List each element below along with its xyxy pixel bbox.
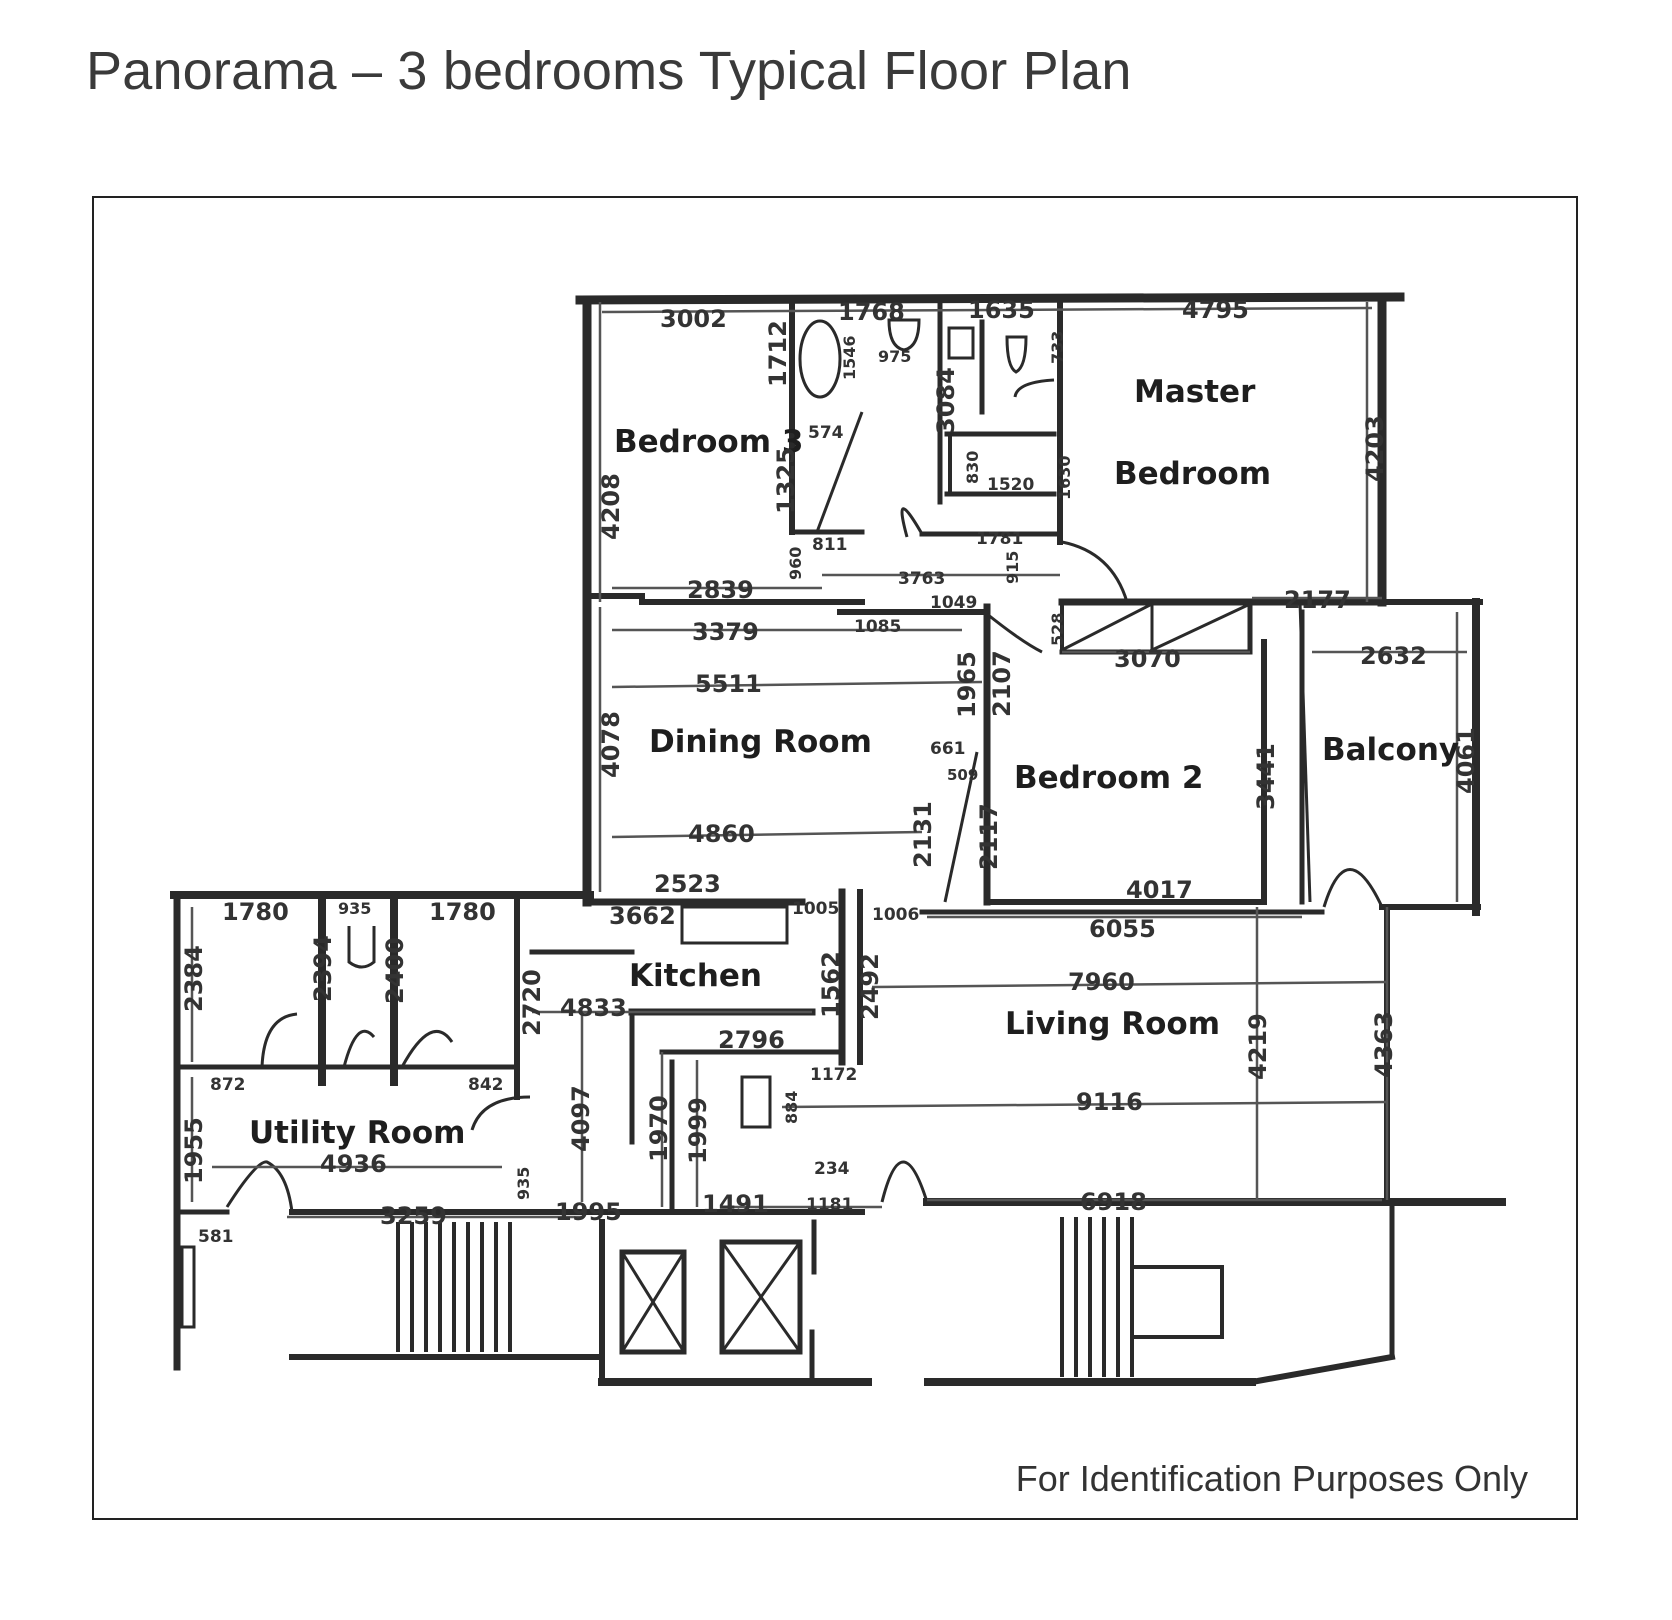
dim-label: 1999 [684,1097,712,1164]
dim-label: 2107 [988,650,1016,717]
dim-label: 3763 [898,569,945,589]
dim-label: 3002 [660,305,727,333]
room-label-living-room: Living Room [1005,1006,1220,1042]
dim-label: 4936 [320,1150,387,1178]
dim-label: 2720 [518,969,546,1036]
dim-label: 1520 [987,475,1034,495]
dim-label: 884 [782,1091,801,1124]
dim-label: 1781 [976,529,1023,549]
dim-label: 6055 [1089,915,1156,943]
dim-label: 975 [878,347,911,366]
dim-label: 1995 [555,1198,622,1226]
identification-footnote: For Identification Purposes Only [1015,1458,1528,1499]
dim-label: 2400 [381,937,409,1004]
room-label-master-bedroom-line1: Master [1134,374,1256,410]
dim-label: 3070 [1114,645,1181,673]
room-label-bedroom-2: Bedroom 2 [1014,760,1203,796]
dim-label: 1768 [838,298,905,326]
dim-label: 4078 [597,711,625,778]
fixtures [347,318,1312,1129]
floor-plan-frame: Bedroom 3 Master Bedroom Dining Room Bed… [92,196,1578,1520]
room-label-master-bedroom-line2: Bedroom [1114,456,1271,492]
dim-label: 7960 [1068,968,1135,996]
dim-label: 9116 [1076,1088,1143,1116]
dim-label: 3662 [609,902,676,930]
dim-label: 1965 [953,651,981,718]
dim-label: 2523 [654,870,721,898]
room-label-utility-room: Utility Room [249,1115,465,1151]
dim-label: 935 [338,899,371,918]
room-label-balcony: Balcony [1322,732,1459,768]
dim-label: 1562 [817,951,845,1018]
dim-label: 1780 [222,898,289,926]
dim-label: 935 [514,1167,533,1200]
dim-label: 1630 [1055,455,1074,500]
dim-label: 2131 [909,801,937,868]
dim-label: 4860 [688,820,755,848]
dim-label: 2394 [309,935,337,1002]
dim-label: 1085 [854,617,901,637]
dim-label: 2839 [687,576,754,604]
dim-label: 4833 [560,994,627,1022]
dim-label: 2177 [1284,586,1351,614]
dim-label: 4219 [1244,1013,1272,1080]
dim-label: 1005 [792,899,839,919]
dim-label: 4061 [1452,727,1480,794]
dim-label: 1049 [930,593,977,613]
dim-label: 4203 [1361,415,1389,482]
dim-label: 1970 [645,1095,673,1162]
dim-label: 234 [814,1159,850,1179]
dimension-labels: 3002 1768 1635 4795 975 574 1520 811 178… [180,296,1480,1247]
dim-label: 1546 [840,335,859,380]
dim-label: 830 [963,451,982,484]
dim-label: 509 [947,766,978,784]
dim-label: 915 [1003,551,1022,584]
dim-label: 1325 [772,447,800,514]
dim-label: 811 [812,535,848,555]
dim-label: 3259 [380,1202,447,1230]
dim-label: 1955 [180,1117,208,1184]
dim-label: 574 [808,423,844,443]
room-label-dining-room: Dining Room [649,724,872,760]
dim-label: 581 [198,1227,234,1247]
dim-label: 1491 [702,1190,769,1218]
dim-label: 2796 [718,1026,785,1054]
dim-label: 2632 [1360,642,1427,670]
dim-label: 4363 [1370,1011,1398,1078]
dim-label: 960 [786,547,805,580]
dimension-lines [190,302,1467,1219]
floor-plan: Bedroom 3 Master Bedroom Dining Room Bed… [170,292,1506,1386]
dim-label: 1780 [429,898,496,926]
dim-label: 6918 [1080,1188,1147,1216]
dim-label: 1172 [810,1065,857,1085]
room-label-bedroom-3: Bedroom 3 [614,424,803,460]
stairs-and-lifts [180,1217,1224,1377]
dim-label: 5511 [695,670,762,698]
dim-label: 3379 [692,618,759,646]
dim-label: 842 [468,1075,504,1095]
dim-label: 4208 [597,473,625,540]
dim-label: 528 [1048,613,1067,646]
door-swings [225,378,1384,1213]
room-labels: Bedroom 3 Master Bedroom Dining Room Bed… [249,374,1459,1151]
dim-label: 4795 [1182,296,1249,324]
dim-label: 733 [1048,331,1067,364]
dim-label: 661 [930,739,966,759]
dim-label: 4097 [567,1085,595,1152]
dim-label: 1006 [872,905,919,925]
dim-label: 3441 [1252,743,1280,810]
dim-label: 4017 [1126,876,1193,904]
dim-label: 2117 [975,803,1003,870]
walls [170,292,1506,1386]
dim-label: 1181 [806,1195,853,1215]
dim-label: 1635 [968,296,1035,324]
dim-label: 2384 [180,945,208,1012]
dim-label: 2492 [856,953,884,1020]
dim-label: 872 [210,1075,246,1095]
dim-label: 1712 [764,320,792,387]
room-label-kitchen: Kitchen [629,958,762,994]
dim-label: 3084 [932,367,960,434]
page-title: Panorama – 3 bedrooms Typical Floor Plan [86,41,1132,101]
